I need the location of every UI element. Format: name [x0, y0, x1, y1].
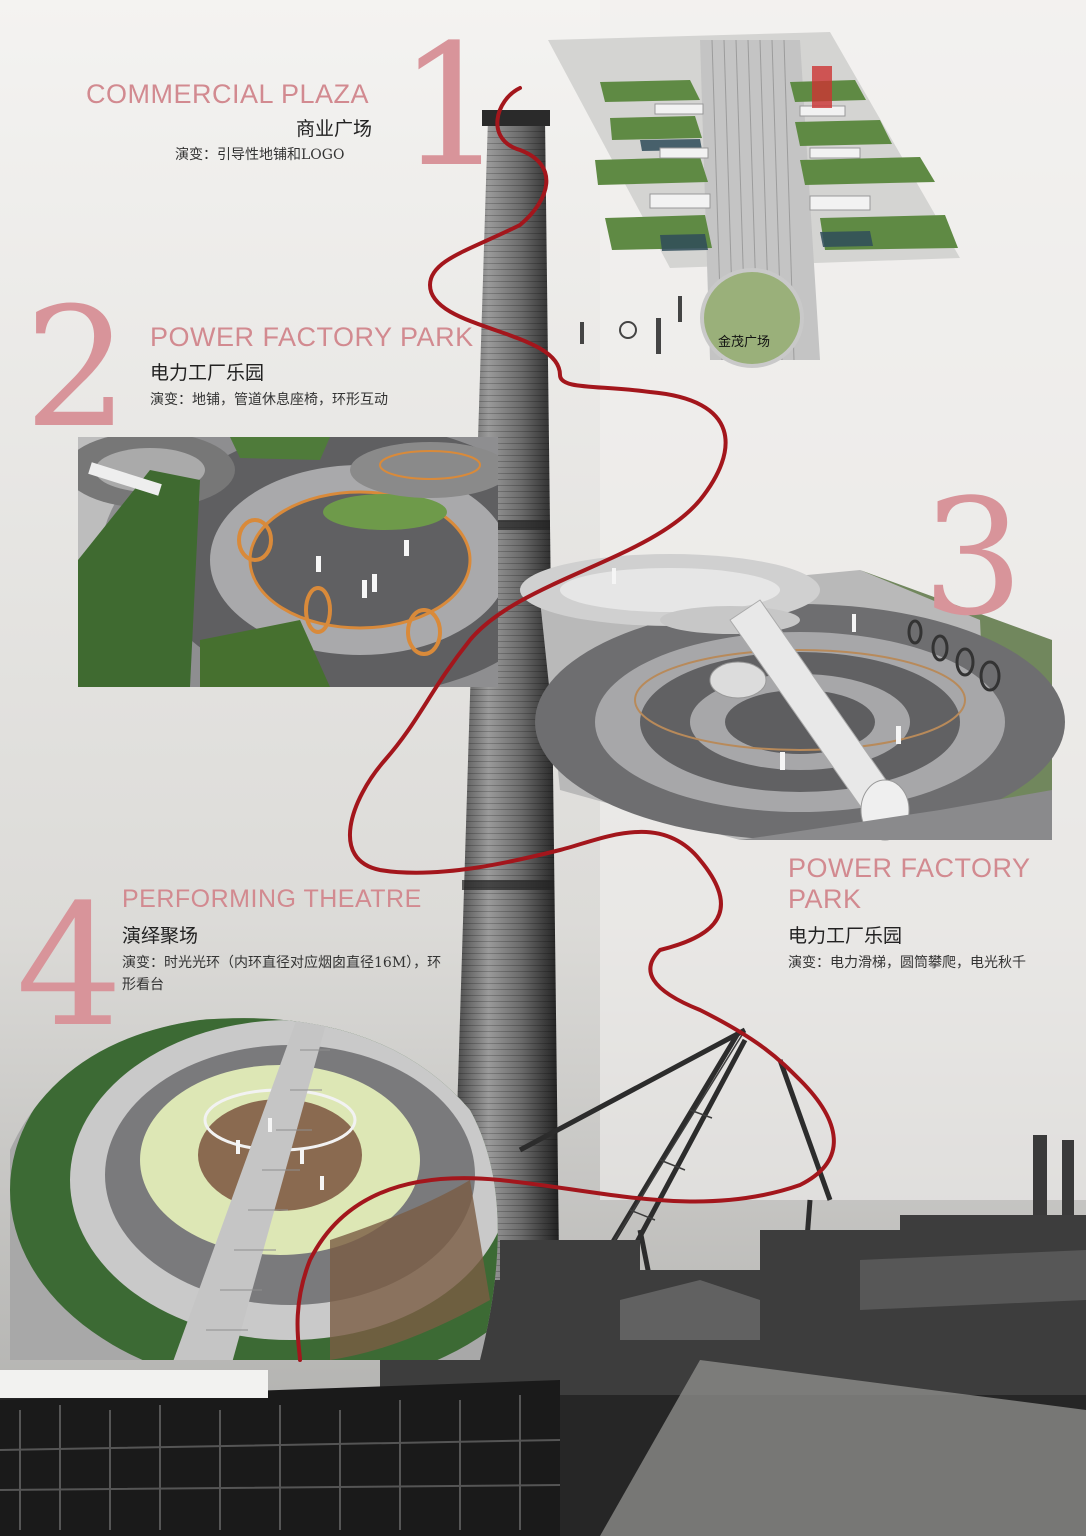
section-3-desc: 演变：电力滑梯，圆筒攀爬，电光秋千 — [788, 955, 1026, 971]
section-number-3: 3 — [922, 464, 1024, 651]
section-number-2: 2 — [24, 272, 129, 464]
section-2-desc: 演变：地铺，管道休息座椅，环形互动 — [150, 392, 388, 408]
section-4-desc: 演变：时光光环（内环直径对应烟囱直径16M），环形看台 — [122, 955, 442, 993]
section-number-4: 4 — [16, 868, 123, 1064]
plaza-logo-text: 金茂广场 — [718, 335, 771, 350]
section-2-title-en: POWER FACTORY PARK — [150, 322, 474, 352]
section-1-title-cn: 商业广场 — [296, 118, 373, 140]
section-3-title-cn: 电力工厂乐园 — [788, 925, 903, 947]
section-4-title-cn: 演绎聚场 — [122, 925, 199, 947]
section-1-desc: 演变：引导性地铺和LOGO — [175, 147, 345, 163]
section-number-1: 1 — [398, 8, 505, 204]
section-4-title-en: PERFORMING THEATRE — [122, 885, 422, 913]
section-1-title-en: COMMERCIAL PLAZA — [86, 79, 370, 109]
section-3-title-en: POWER FACTORY PARK — [788, 853, 1031, 915]
section-2-title-cn: 电力工厂乐园 — [150, 362, 265, 384]
